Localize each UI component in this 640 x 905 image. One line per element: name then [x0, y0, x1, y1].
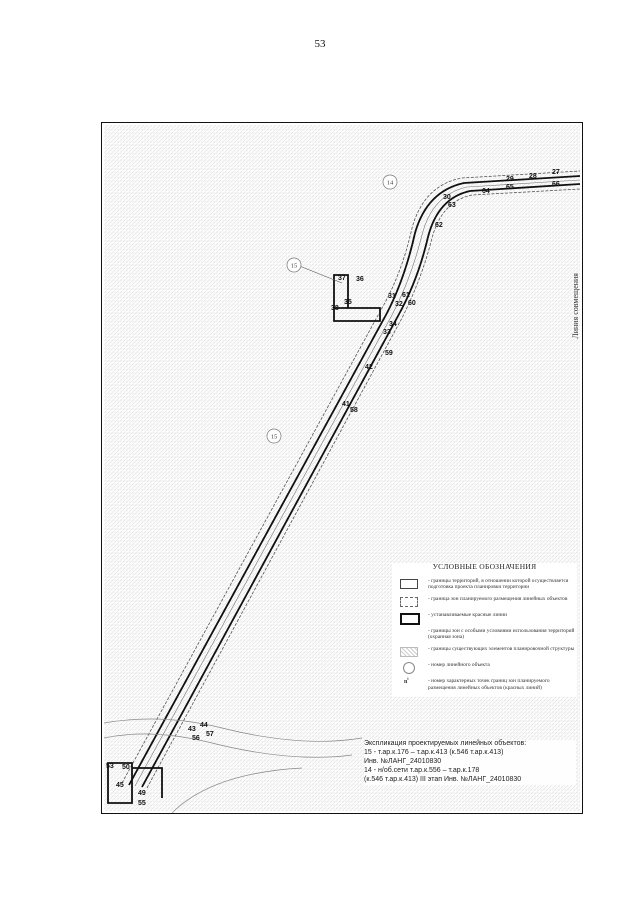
point-label: 32 — [395, 301, 403, 308]
object-number-14: 14 — [382, 174, 398, 190]
object-number-15-mid: 15 — [266, 428, 282, 444]
explication-line: 15 - т.ар.к.176 – т.ар.к.413 (к.546 т.ар… — [364, 748, 504, 756]
legend-item: - номер линейного объекта — [392, 662, 577, 675]
point-label: 55 — [138, 800, 146, 807]
alignment-line-label: Линия совмещения — [571, 273, 580, 339]
point-label: 44 — [200, 722, 208, 729]
point-label: 62 — [435, 222, 443, 229]
point-label: 30 — [443, 194, 451, 201]
explication-title: Экспликация проектируемых линейных объек… — [364, 740, 527, 747]
point-label: 63 — [448, 202, 456, 209]
legend-item: - граница зон планируемого размещения ли… — [392, 596, 577, 608]
point-label: 38 — [331, 305, 339, 312]
bottom-roads — [103, 718, 363, 813]
branch-leader — [296, 264, 343, 284]
point-labels: 27 28 29 30 62 63 64 65 66 36 37 38 35 3… — [106, 169, 560, 807]
point-label: 49 — [138, 790, 146, 797]
structure-hatch-icon — [400, 647, 418, 658]
point-label: 45 — [116, 782, 124, 789]
legend-title: УСЛОВНЫЕ ОБОЗНАЧЕНИЯ — [432, 562, 537, 571]
svg-text:14: 14 — [387, 180, 394, 187]
point-label: 56 — [192, 735, 200, 742]
point-label: 34 — [389, 321, 397, 328]
point-label: 60 — [408, 300, 416, 307]
point-label: 41 — [342, 401, 350, 408]
point-label: 64 — [482, 188, 490, 195]
point-label: 28 — [529, 173, 537, 180]
road-centerline — [134, 179, 581, 787]
point-label: 33 — [383, 329, 391, 336]
legend-item: - границы территорий, в отношении которо… — [392, 578, 577, 590]
red-lines — [128, 175, 581, 788]
point-label: 57 — [206, 731, 214, 738]
svg-text:15: 15 — [291, 263, 298, 270]
point-label: 37 — [338, 275, 346, 282]
point-number-icon: ni — [404, 676, 409, 686]
legend-item: - устанавливаемые красные линии — [392, 612, 577, 626]
point-label: 31 — [388, 293, 396, 300]
bottom-complex — [107, 762, 163, 804]
point-label: 36 — [356, 276, 364, 283]
point-label: 29 — [506, 176, 514, 183]
svg-text:15: 15 — [271, 434, 278, 441]
explication-line: Инв. №ЛАНГ_24010830 — [364, 757, 442, 765]
explication-line: (к.546 т.ар.к.413) III этап Инв. №ЛАНГ_2… — [364, 775, 522, 783]
point-label: 35 — [344, 299, 352, 306]
object-number-icon — [403, 662, 415, 675]
legend-item: - границы зон с особыми условиями исполь… — [428, 628, 575, 641]
explication-line: 14 - н/об.сети т.ар.к.556 – т.ар.к.178 — [364, 766, 480, 774]
branch-15 — [333, 274, 381, 322]
point-label: 61 — [402, 292, 410, 299]
page-number: 53 — [314, 38, 326, 50]
point-label: 66 — [552, 181, 560, 188]
legend-item: ni - номер характерных точек границ зон … — [404, 676, 550, 691]
point-label: 53 — [106, 763, 114, 770]
object-number-15-top: 15 — [286, 257, 302, 273]
corridor-outer — [121, 170, 581, 789]
map-frame: 14 15 15 27 28 29 30 62 63 64 65 66 36 3… — [101, 122, 583, 814]
point-label: 58 — [350, 407, 358, 414]
point-label: 65 — [506, 184, 514, 191]
legend: УСЛОВНЫЕ ОБОЗНАЧЕНИЯ - границы территори… — [392, 562, 577, 697]
map-drawing: 14 15 15 27 28 29 30 62 63 64 65 66 36 3… — [103, 125, 581, 813]
point-label: 27 — [552, 169, 560, 176]
point-label: 42 — [365, 364, 373, 371]
zone-border-icon — [400, 597, 418, 608]
point-label: 50 — [122, 764, 130, 771]
map-dotted-area — [104, 125, 580, 811]
explication: Экспликация проектируемых линейных объек… — [364, 740, 576, 785]
red-line-icon — [400, 613, 420, 626]
point-label: 59 — [385, 350, 393, 357]
legend-item: - границы существующих элементов планиро… — [392, 646, 577, 658]
point-label: 43 — [188, 726, 196, 733]
territory-border-icon — [400, 578, 418, 589]
